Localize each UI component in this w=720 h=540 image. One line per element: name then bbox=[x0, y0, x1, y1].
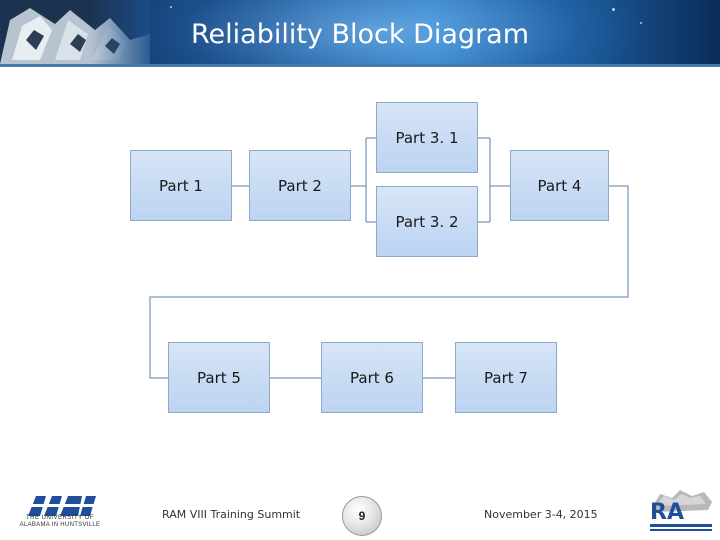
block-part-3-2: Part 3. 2 bbox=[376, 186, 478, 257]
sparkle-icon bbox=[170, 6, 172, 8]
block-label: Part 6 bbox=[350, 368, 394, 387]
block-label: Part 5 bbox=[197, 368, 241, 387]
page-number-badge: 9 bbox=[342, 496, 382, 536]
ram-logo-text: RA bbox=[650, 500, 684, 525]
ram-logo: RA bbox=[646, 488, 716, 534]
block-label: Part 3. 2 bbox=[395, 212, 459, 231]
block-label: Part 1 bbox=[159, 176, 203, 195]
header-banner: Reliability Block Diagram bbox=[0, 0, 720, 64]
connector-part4-part5 bbox=[149, 185, 629, 379]
page-title: Reliability Block Diagram bbox=[190, 19, 530, 50]
block-part-1: Part 1 bbox=[130, 150, 232, 221]
block-part-3-1: Part 3. 1 bbox=[376, 102, 478, 173]
footer-event: RAM VIII Training Summit bbox=[162, 508, 301, 521]
block-part-5: Part 5 bbox=[168, 342, 270, 413]
sparkle-icon bbox=[612, 8, 615, 11]
block-part-4: Part 4 bbox=[510, 150, 609, 221]
block-label: Part 3. 1 bbox=[395, 128, 459, 147]
block-label: Part 2 bbox=[278, 176, 322, 195]
building-photo-icon bbox=[0, 0, 150, 64]
uah-logo-icon bbox=[26, 496, 98, 516]
block-part-6: Part 6 bbox=[321, 342, 423, 413]
header-glow bbox=[120, 0, 640, 64]
block-label: Part 4 bbox=[537, 176, 582, 195]
uah-logo-text-line2: ALABAMA IN HUNTSVILLE bbox=[19, 522, 101, 528]
block-part-7: Part 7 bbox=[455, 342, 557, 413]
block-part-2: Part 2 bbox=[249, 150, 351, 221]
block-label: Part 7 bbox=[484, 368, 528, 387]
uah-logo-text-line1: THE UNIVERSITY OF bbox=[25, 515, 95, 521]
uah-logo: THE UNIVERSITY OF ALABAMA IN HUNTSVILLE bbox=[8, 492, 108, 532]
header-divider bbox=[0, 64, 720, 67]
sparkle-icon bbox=[640, 22, 642, 24]
ram-logo-icon bbox=[650, 490, 712, 531]
footer-date: November 3-4, 2015 bbox=[484, 508, 598, 521]
page-number: 9 bbox=[358, 509, 366, 523]
